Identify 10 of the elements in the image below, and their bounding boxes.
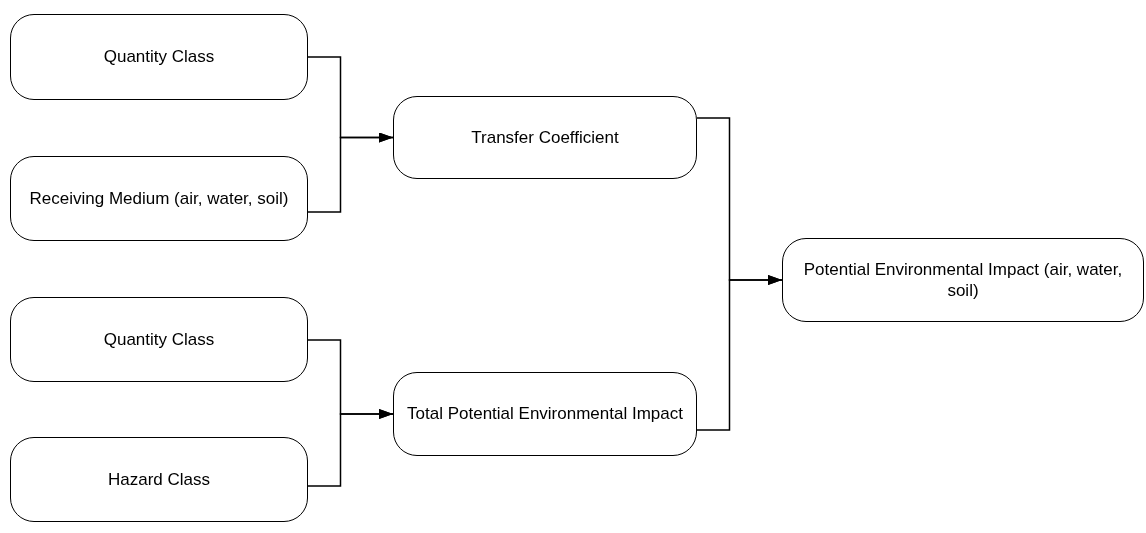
rounded-box: Transfer Coefficient xyxy=(393,96,697,179)
rounded-box: Total Potential Environmental Impact xyxy=(393,372,697,456)
arrow xyxy=(307,409,394,487)
rounded-box: Hazard Class xyxy=(10,437,308,522)
rounded-box: Receiving Medium (air, water, soil) xyxy=(10,156,308,241)
rounded-box: Quantity Class xyxy=(10,297,308,382)
arrow xyxy=(696,275,783,431)
rounded-box: Potential Environmental Impact (air, water, soil) xyxy=(782,238,1144,322)
arrow xyxy=(307,132,394,213)
rounded-box: Quantity Class xyxy=(10,14,308,100)
